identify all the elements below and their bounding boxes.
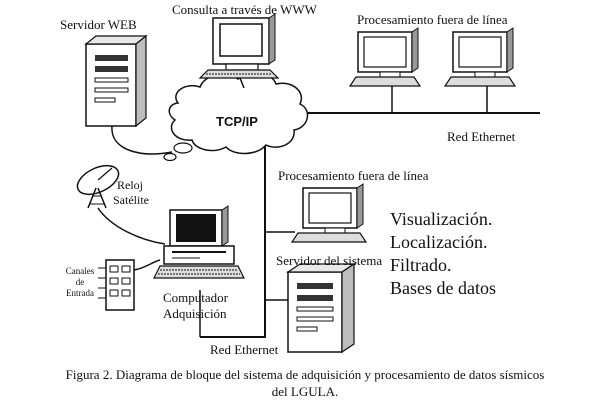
label-ethernet-bottom: Red Ethernet: [210, 342, 279, 357]
offline-workstation-mid-icon: [290, 183, 368, 243]
task-filtrado: Filtrado.: [390, 255, 452, 275]
label-offline-mid: Procesamiento fuera de línea: [278, 168, 429, 183]
offline-workstation-1-icon: [348, 27, 422, 87]
label-ethernet-right: Red Ethernet: [447, 129, 516, 144]
label-tcpip: TCP/IP: [216, 114, 258, 129]
task-bases-datos: Bases de datos: [390, 278, 496, 298]
satellite-dish-icon: [76, 164, 120, 209]
label-channels-line2: de: [75, 277, 85, 287]
label-channels-line3: Entrada: [66, 288, 94, 298]
label-system-server: Servidor del sistema: [276, 253, 383, 268]
label-acq-line2: Adquisición: [163, 306, 227, 321]
label-offline-top: Procesamiento fuera de línea: [357, 12, 508, 27]
system-server-icon: [286, 262, 356, 354]
label-channels-line1: Canales: [65, 266, 95, 276]
label-web-server: Servidor WEB: [60, 17, 137, 32]
channels-cable: [133, 259, 161, 271]
figure-caption-line2: del LGULA.: [271, 384, 339, 399]
label-clock-line1: Reloj: [117, 178, 143, 192]
task-visualizacion: Visualización.: [390, 209, 493, 229]
label-channels: Canales de Entrada: [62, 266, 98, 299]
offline-workstation-2-icon: [443, 27, 517, 87]
label-clock-line2: Satélite: [113, 193, 149, 207]
input-channels-panel-icon: [98, 259, 135, 311]
www-client-computer-icon: [198, 13, 280, 79]
label-www-query: Consulta a través de WWW: [172, 2, 317, 17]
satellite-cable: [97, 207, 166, 245]
task-localizacion: Localización.: [390, 232, 488, 252]
task-list: Visualización. Localización. Filtrado. B…: [390, 208, 496, 300]
web-server-icon: [84, 34, 148, 128]
web-server-cable: [111, 125, 173, 155]
tcpip-cloud: [163, 72, 309, 162]
label-acq-line1: Computador: [163, 290, 228, 305]
figure-caption-line1: Figura 2. Diagrama de bloque del sistema…: [65, 367, 545, 382]
www-client-cable: [239, 77, 245, 89]
acquisition-computer-icon: [153, 205, 245, 279]
